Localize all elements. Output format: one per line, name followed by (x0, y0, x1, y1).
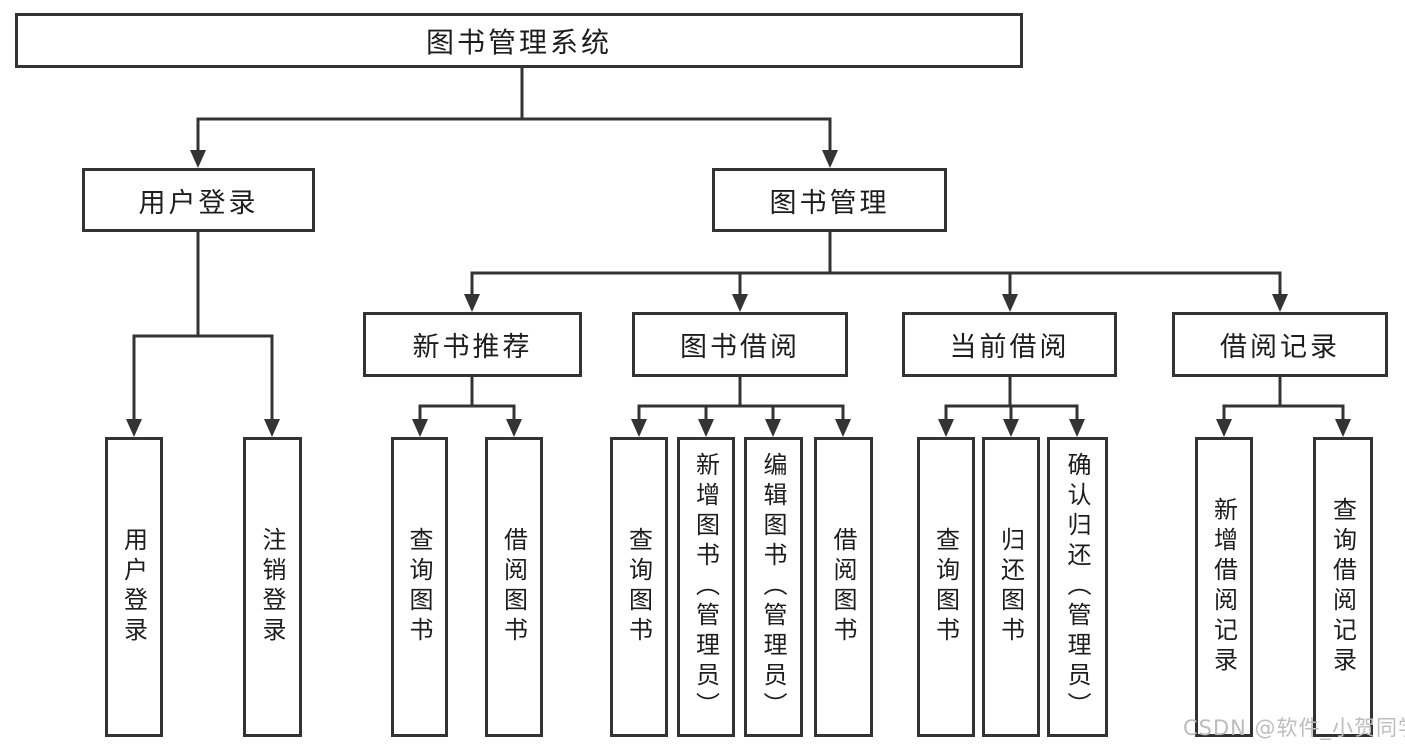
leaf-confirm-return-admin: 确认归还（管理员） (1047, 437, 1108, 737)
arrowhead (765, 419, 781, 437)
leaf-user-login: 用户登录 (105, 437, 163, 737)
leaf-logout: 注销登录 (243, 437, 302, 737)
node-new-book-recommend: 新书推荐 (363, 312, 582, 377)
arrowhead (464, 294, 480, 312)
arrowhead (732, 294, 748, 312)
leaf-return-books: 归还图书 (982, 437, 1040, 737)
node-root-system: 图书管理系统 (15, 13, 1023, 68)
arrowhead (1003, 419, 1019, 437)
leaf-add-borrow-record: 新增借阅记录 (1195, 437, 1253, 737)
edge-new-book-to-leaves (418, 375, 516, 423)
arrowhead (1272, 294, 1288, 312)
arrowhead (1216, 419, 1232, 437)
arrowhead (264, 419, 280, 437)
leaf-edit-books-admin: 编辑图书（管理员） (744, 437, 803, 737)
leaf-query-books-current: 查询图书 (917, 437, 975, 737)
node-book-management: 图书管理 (712, 168, 947, 232)
leaf-query-books-borrow: 查询图书 (610, 437, 668, 737)
arrowhead (631, 419, 647, 437)
arrowhead (412, 419, 428, 437)
node-book-borrow: 图书借阅 (632, 312, 848, 377)
node-borrow-records: 借阅记录 (1172, 312, 1388, 377)
arrowhead (938, 419, 954, 437)
arrowhead (698, 419, 714, 437)
arrowhead (506, 419, 522, 437)
node-current-borrow: 当前借阅 (902, 312, 1117, 377)
arrowhead (1335, 419, 1351, 437)
node-user-login: 用户登录 (82, 168, 315, 232)
edge-book-borrow-to-leaves (637, 375, 845, 423)
arrowhead (835, 419, 851, 437)
csdn-watermark: CSDN @软件_小贺同学 (1183, 716, 1405, 740)
arrowhead (1069, 419, 1085, 437)
arrowhead (126, 419, 142, 437)
leaf-borrow-books-recommend: 借阅图书 (485, 437, 543, 737)
edge-current-borrow-to-leaves (944, 375, 1079, 423)
edge-borrow-records-to-leaves (1222, 375, 1345, 423)
leaf-borrow-books: 借阅图书 (814, 437, 873, 737)
leaf-query-borrow-record: 查询借阅记录 (1313, 437, 1373, 737)
edge-book-mgmt-to-level3 (470, 230, 1282, 298)
leaf-add-books-admin: 新增图书（管理员） (677, 437, 735, 737)
leaf-query-books-recommend: 查询图书 (391, 437, 448, 737)
edge-user-login-to-leaves (132, 230, 274, 423)
edge-root-to-level2 (196, 66, 832, 154)
arrowhead (822, 150, 838, 168)
arrowhead (190, 150, 206, 168)
arrowhead (1002, 294, 1018, 312)
